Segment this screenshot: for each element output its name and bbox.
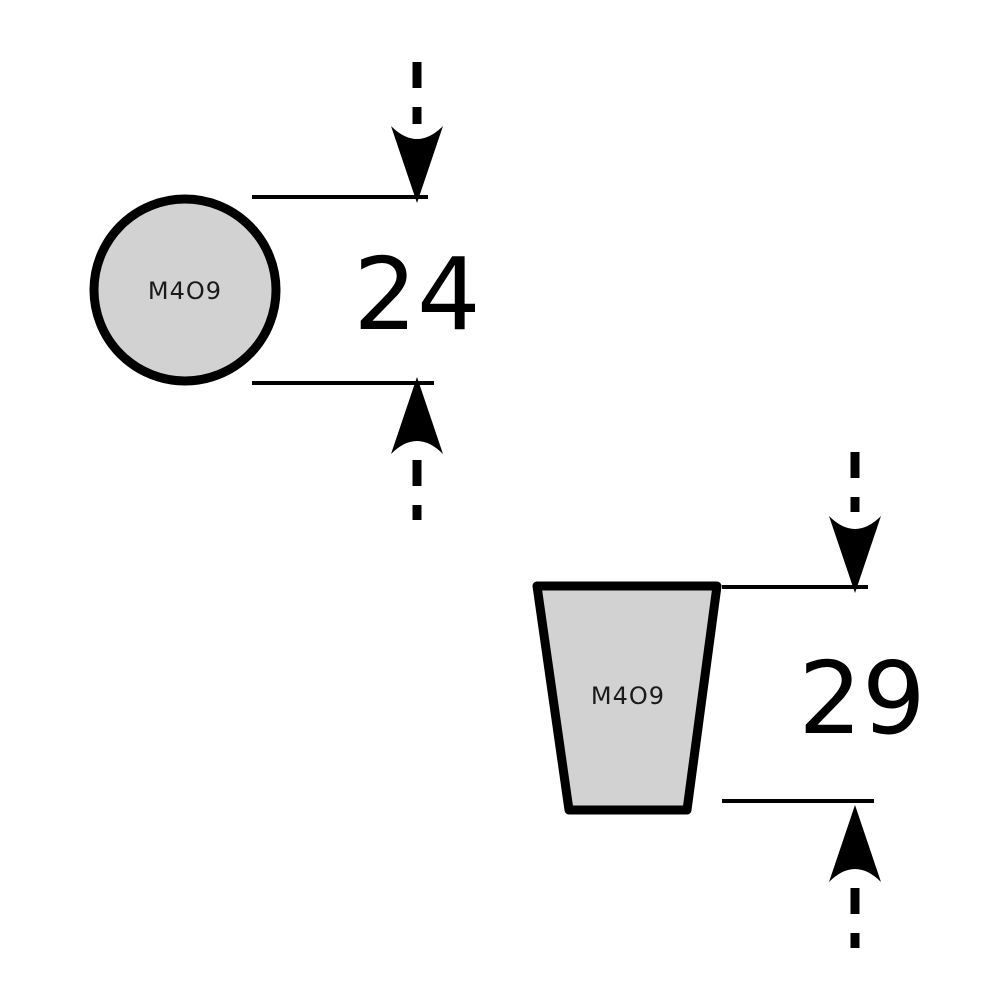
taper-view-group: M4O9 29 xyxy=(532,452,926,948)
dimension-value: 24 xyxy=(353,236,480,353)
dimension-arrow-down-icon xyxy=(829,516,881,593)
dimension-arrow-up-icon xyxy=(391,377,443,454)
dimension-value: 29 xyxy=(798,640,925,757)
part-outline-trapezoid xyxy=(532,581,722,815)
part-label: M4O9 xyxy=(148,277,222,305)
part-outline-circle xyxy=(89,194,281,386)
dimension-arrow-down-icon xyxy=(391,126,443,203)
dimension-arrow-up-icon xyxy=(829,805,881,882)
part-label: M4O9 xyxy=(591,682,665,710)
circle-view-group: M4O9 24 xyxy=(89,62,481,520)
